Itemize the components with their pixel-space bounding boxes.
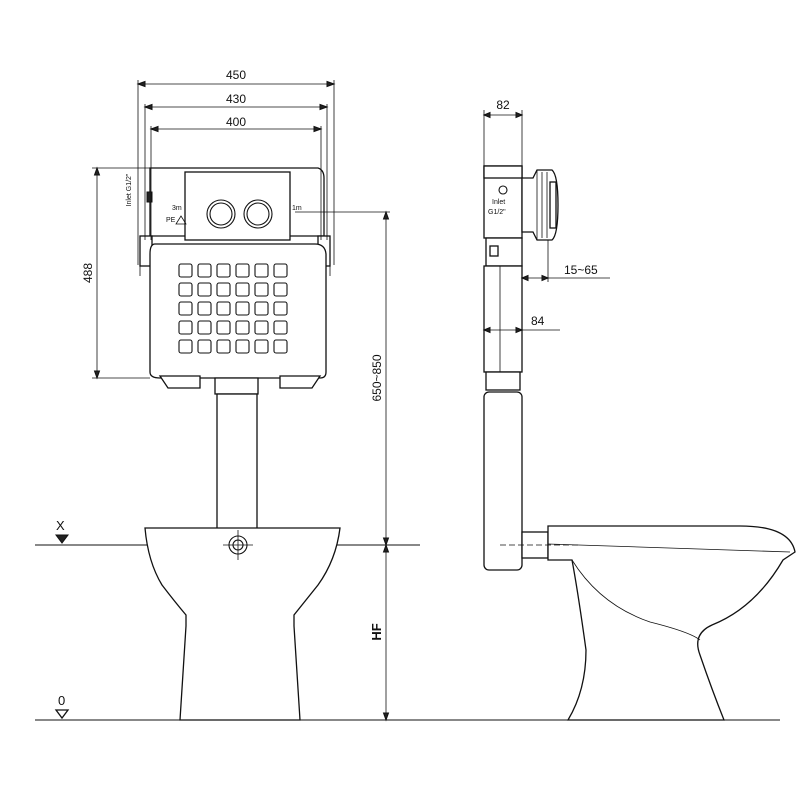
dim-430 <box>143 103 329 240</box>
cistern-hole <box>216 301 231 316</box>
cistern-hole <box>178 339 193 354</box>
front-toilet-bowl <box>144 527 341 721</box>
cistern-hole <box>216 339 231 354</box>
cistern-hole <box>273 339 288 354</box>
dim-400-label: 400 <box>226 115 246 129</box>
cistern-hole <box>178 263 193 278</box>
cistern-hole <box>273 282 288 297</box>
flush-plate <box>184 171 291 241</box>
side-toilet-bowl <box>500 525 796 721</box>
dim-650-850-label: 650~850 <box>370 354 384 401</box>
dim-15-65 <box>520 236 610 282</box>
cistern-hole <box>273 320 288 335</box>
level-x-marker <box>55 534 69 544</box>
label-pe: PE <box>166 217 176 224</box>
cistern-hole <box>273 263 288 278</box>
dim-450 <box>136 80 336 265</box>
level-zero-label: 0 <box>58 693 65 708</box>
cistern-hole <box>235 320 250 335</box>
cistern-hole-grid <box>178 263 288 354</box>
cistern-hole <box>197 320 212 335</box>
cistern-hole <box>254 301 269 316</box>
cistern-hole <box>216 263 231 278</box>
warning-triangle-icon <box>175 215 187 225</box>
cistern-hole <box>216 282 231 297</box>
dim-15-65-label: 15~65 <box>564 263 598 277</box>
dim-650-850 <box>295 210 390 547</box>
cistern-hole <box>197 301 212 316</box>
cistern-hole <box>254 339 269 354</box>
cistern-hole <box>178 301 193 316</box>
cistern-hole <box>254 320 269 335</box>
dim-450-label: 450 <box>226 68 246 82</box>
cistern-hole <box>254 282 269 297</box>
dim-488 <box>92 166 150 380</box>
dim-84-label: 84 <box>531 314 545 328</box>
dim-hf-label: HF <box>369 623 384 640</box>
side-frame <box>483 165 523 391</box>
dim-84 <box>482 326 560 334</box>
dim-82 <box>482 110 524 166</box>
label-1m: 1m <box>292 205 302 212</box>
label-3m: 3m <box>172 205 182 212</box>
cistern-hole <box>178 282 193 297</box>
front-inlet-marker <box>146 191 153 203</box>
cistern-hole <box>197 339 212 354</box>
cistern-hole <box>235 339 250 354</box>
side-inlet-label: Inlet <box>492 199 505 206</box>
cistern-hole <box>235 301 250 316</box>
cistern-hole <box>178 320 193 335</box>
side-flush-button-housing <box>521 169 559 241</box>
cistern-hole <box>235 263 250 278</box>
cistern-hole <box>273 301 288 316</box>
dim-hf <box>382 543 390 722</box>
front-inlet-label: Inlet G1/2" <box>126 173 133 206</box>
cistern-hole <box>197 282 212 297</box>
side-inlet-size: G1/2" <box>488 209 506 216</box>
cistern-hole <box>254 263 269 278</box>
dim-400 <box>149 125 323 240</box>
front-flush-pipe <box>216 393 258 533</box>
cistern-hole <box>216 320 231 335</box>
dim-430-label: 430 <box>226 92 246 106</box>
dim-488-label: 488 <box>81 263 95 283</box>
level-zero-marker <box>54 709 70 720</box>
level-x-label: X <box>56 518 65 533</box>
cistern-hole <box>235 282 250 297</box>
dim-82-label: 82 <box>496 98 510 112</box>
cistern-hole <box>197 263 212 278</box>
side-flush-pipe <box>483 391 549 571</box>
